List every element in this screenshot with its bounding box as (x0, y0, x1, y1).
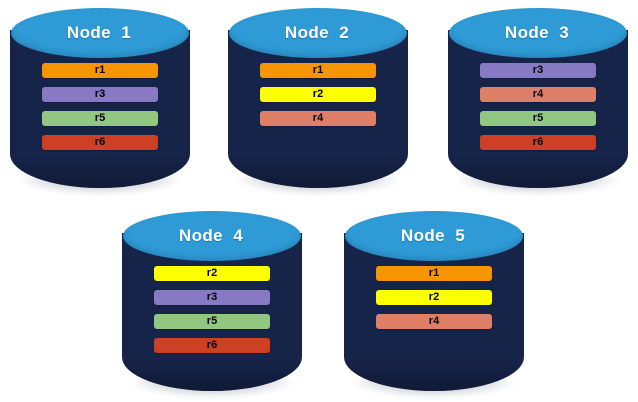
replica-list: r1 r2 r4 (260, 63, 376, 135)
node-title-label: Node 5 (400, 226, 466, 245)
node-title-label: Node 4 (178, 226, 244, 245)
node-title-label: Node 1 (66, 23, 132, 42)
replica-bar[interactable]: r3 (42, 87, 158, 102)
replica-bar[interactable]: r6 (480, 135, 596, 150)
database-node-cylinder[interactable]: Node 5 r1 r2 r4 (344, 208, 524, 398)
replica-bar[interactable]: r2 (154, 266, 270, 281)
replica-bar[interactable]: r1 (42, 63, 158, 78)
node-top-disc (229, 8, 407, 58)
node-top-disc (345, 211, 523, 261)
database-node-cylinder[interactable]: Node 1 r1 r3 r5 r6 (10, 5, 190, 195)
replica-bar[interactable]: r1 (376, 266, 492, 281)
node-title-label: Node 3 (504, 23, 570, 42)
node-top-disc (449, 8, 627, 58)
replica-bar[interactable]: r1 (260, 63, 376, 78)
replica-bar[interactable]: r4 (376, 314, 492, 329)
replica-bar[interactable]: r4 (260, 111, 376, 126)
replica-bar[interactable]: r5 (42, 111, 158, 126)
replica-list: r2 r3 r5 r6 (154, 266, 270, 362)
database-node-cylinder[interactable]: Node 2 r1 r2 r4 (228, 5, 408, 195)
replica-bar[interactable]: r4 (480, 87, 596, 102)
database-node-cylinder[interactable]: Node 3 r3 r4 r5 r6 (448, 5, 628, 195)
replica-bar[interactable]: r5 (480, 111, 596, 126)
node-top-disc (123, 211, 301, 261)
replica-bar[interactable]: r2 (376, 290, 492, 305)
replica-list: r1 r2 r4 (376, 266, 492, 338)
replica-bar[interactable]: r3 (154, 290, 270, 305)
replica-bar[interactable]: r6 (154, 338, 270, 353)
replica-list: r1 r3 r5 r6 (42, 63, 158, 159)
node-title-label: Node 2 (284, 23, 350, 42)
replica-bar[interactable]: r6 (42, 135, 158, 150)
replica-list: r3 r4 r5 r6 (480, 63, 596, 159)
replica-bar[interactable]: r3 (480, 63, 596, 78)
replica-bar[interactable]: r5 (154, 314, 270, 329)
database-node-cylinder[interactable]: Node 4 r2 r3 r5 r6 (122, 208, 302, 398)
node-top-disc (11, 8, 189, 58)
replica-bar[interactable]: r2 (260, 87, 376, 102)
